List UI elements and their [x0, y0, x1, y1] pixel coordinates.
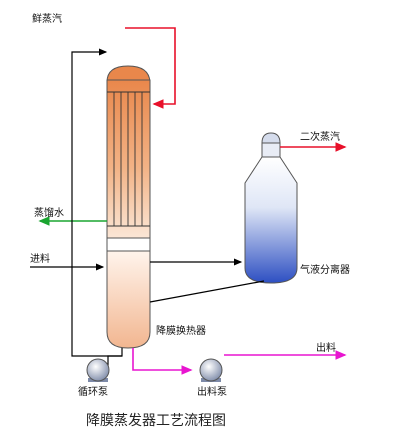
evaporator-heating-section — [106, 65, 151, 252]
heat-exchanger-label: 降膜换热器 — [156, 324, 206, 337]
circulation-pump — [86, 358, 110, 382]
separator-dome-cap — [261, 132, 281, 144]
discharge-pump-label: 出料泵 — [197, 385, 227, 398]
fresh-steam-label: 鲜蒸汽 — [32, 12, 62, 25]
separator-neck — [261, 142, 281, 158]
feed-label: 进料 — [30, 252, 50, 265]
gas-liquid-separator — [244, 132, 298, 284]
evaporator-bottom-section — [106, 250, 151, 349]
discharge-pump — [199, 358, 223, 382]
evaporator-tube-sheet — [106, 237, 151, 252]
secondary-steam-label: 二次蒸汽 — [300, 130, 340, 143]
fresh-steam-line — [125, 27, 176, 109]
product-feed-line — [132, 348, 193, 375]
separator-return-line — [149, 280, 265, 303]
circulation-pump-icon — [86, 358, 110, 382]
separator-label: 气液分离器 — [300, 263, 350, 276]
pump-suction-line — [107, 355, 122, 370]
distilled-water-label: 蒸馏水 — [34, 206, 64, 219]
diagram-caption: 降膜蒸发器工艺流程图 — [86, 413, 226, 429]
circulation-pump-label: 循环泵 — [78, 385, 108, 398]
product-label: 出料 — [316, 341, 336, 354]
evaporator-bottom-body — [106, 250, 151, 349]
discharge-pump-icon — [199, 358, 223, 382]
evaporator-tube-bundle — [106, 79, 151, 239]
evaporator-top-dome — [106, 65, 151, 83]
recirculation-line — [71, 48, 123, 357]
separator-body — [244, 156, 298, 284]
